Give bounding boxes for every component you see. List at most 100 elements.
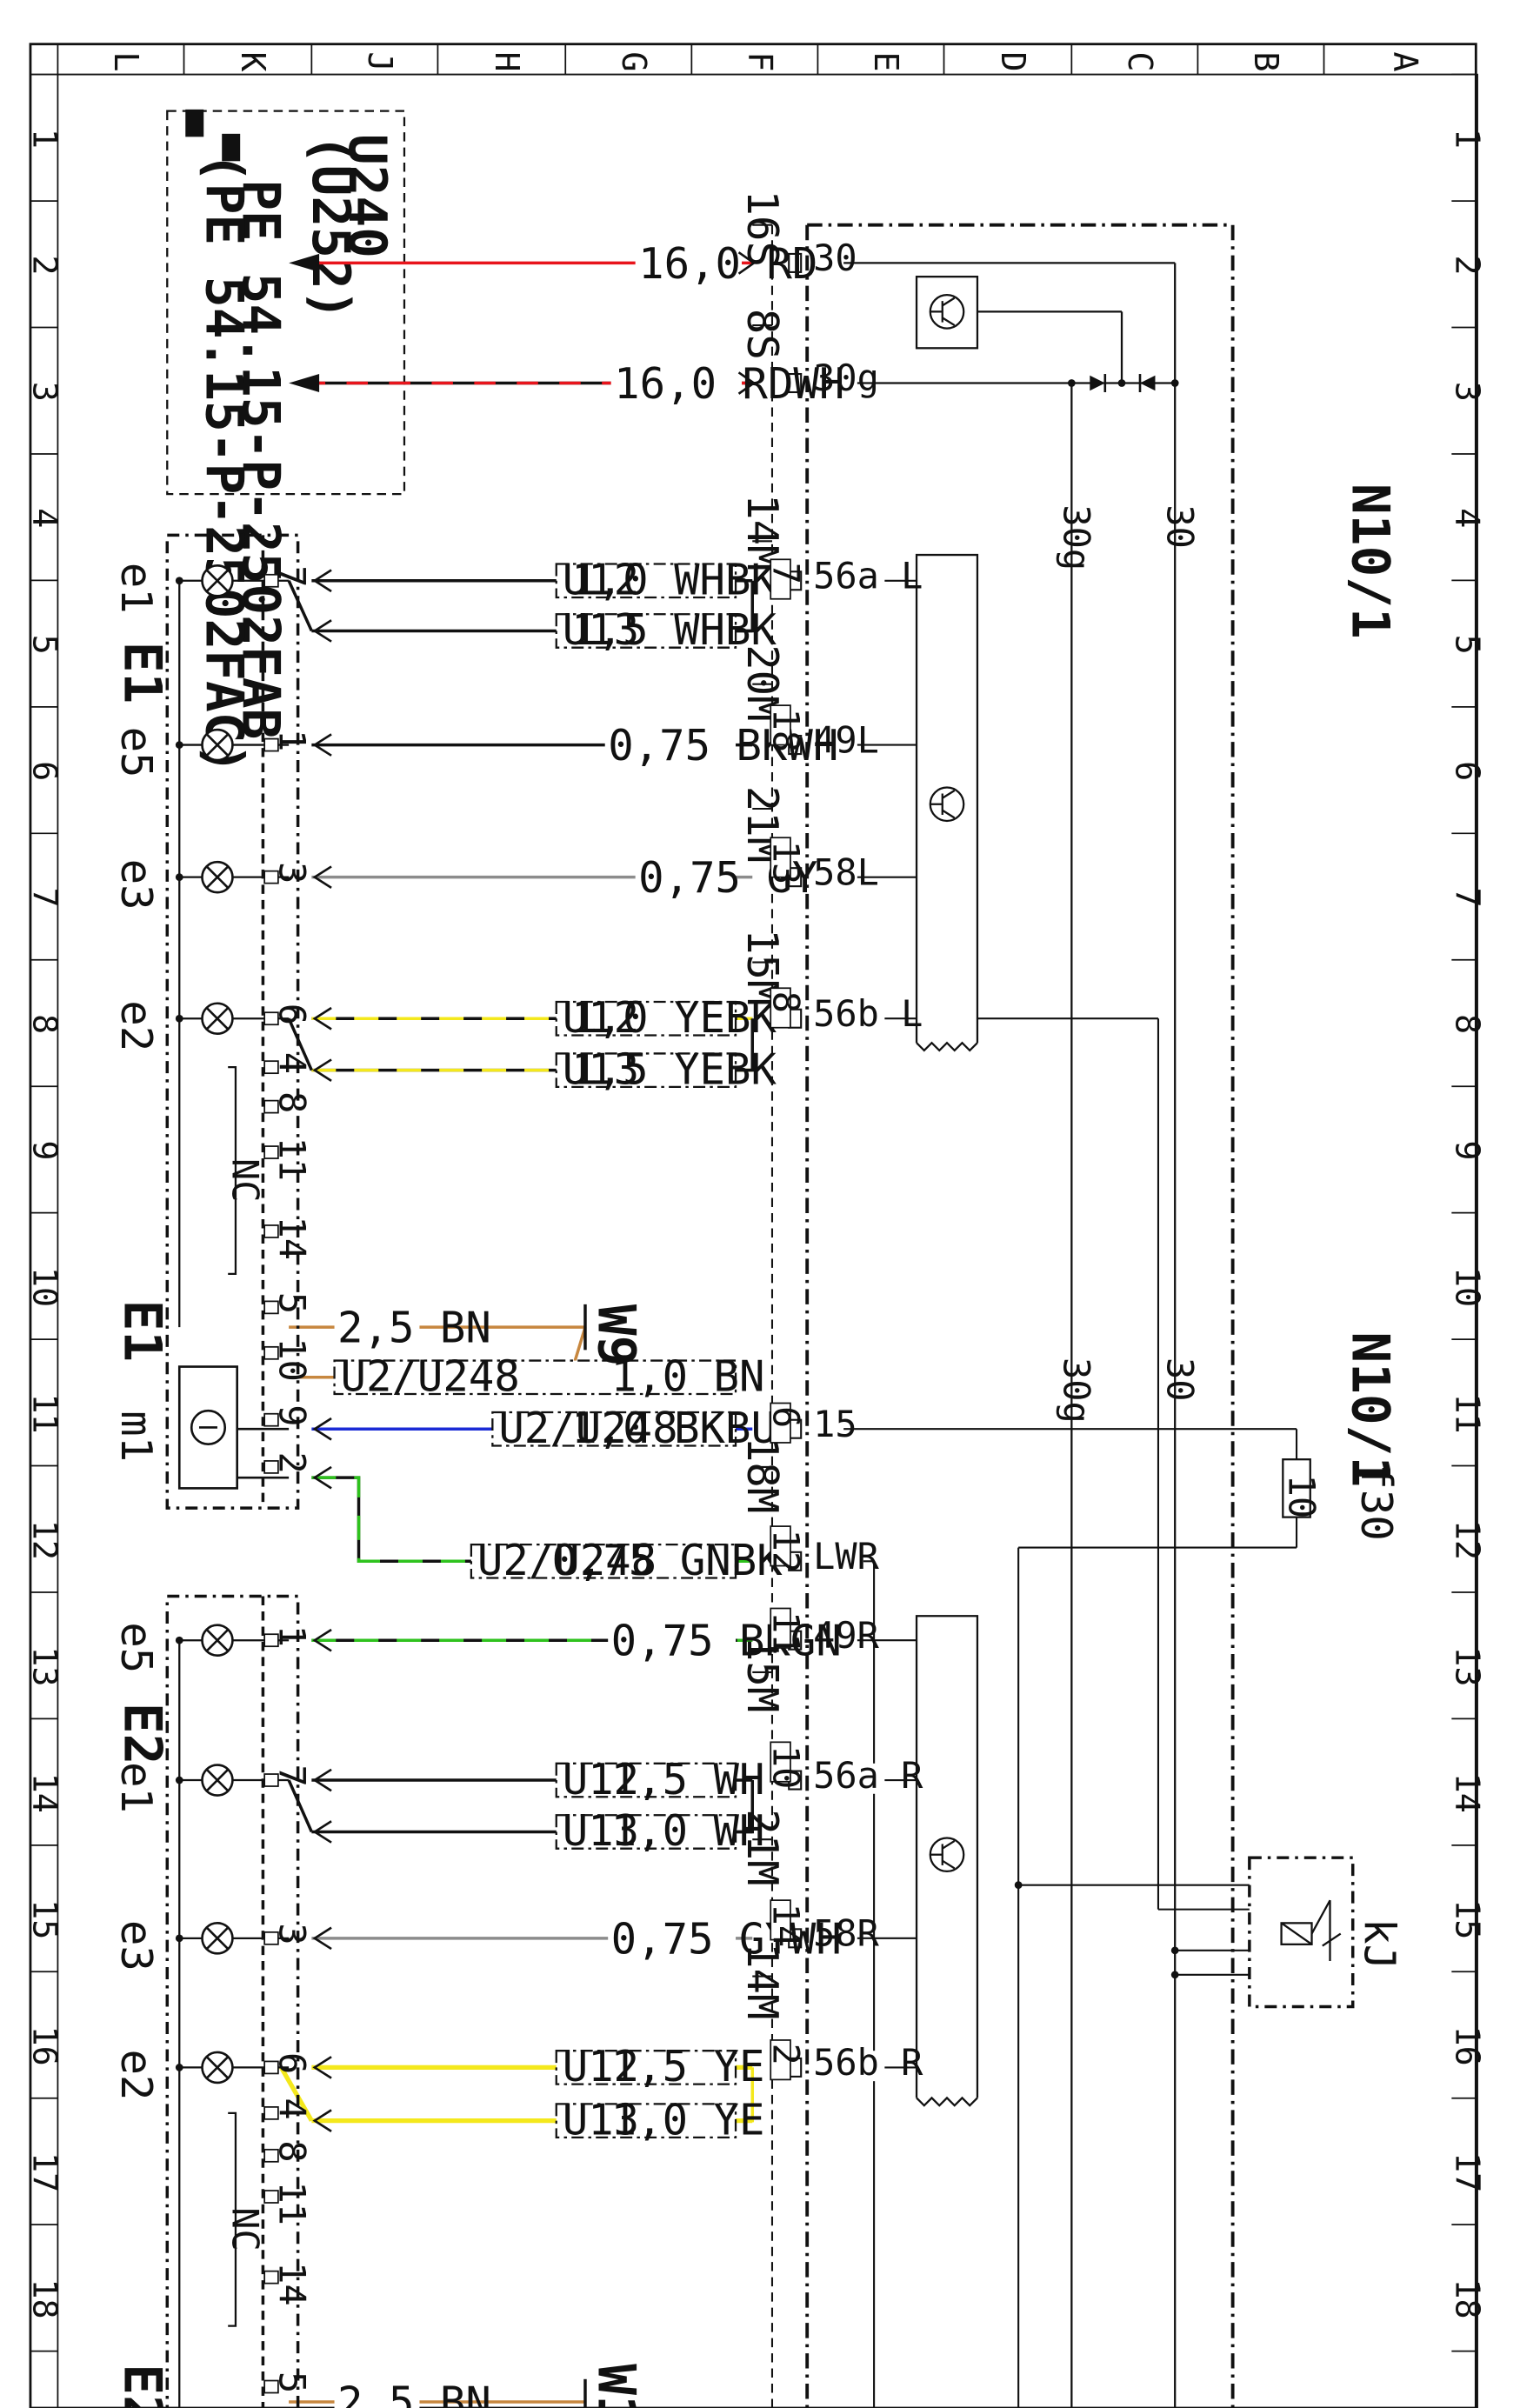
- routing-box-b5-code: U2/U248: [341, 1352, 520, 1402]
- lamp-pin-a14: 14: [271, 1216, 314, 1260]
- routing-box-b6-code: U2/U248: [498, 1404, 677, 1453]
- row-label-right: 12: [1448, 1520, 1487, 1560]
- column-label: K: [233, 51, 272, 71]
- column-label: D: [993, 51, 1032, 71]
- lamp-pin-a2: 2: [271, 1451, 314, 1473]
- arrow-icon: [312, 569, 332, 593]
- row-label-left: 16: [24, 2026, 63, 2066]
- routing-box-b10-wire: 1,5 YE: [611, 2042, 765, 2091]
- row-label-left: 17: [24, 2152, 63, 2192]
- pin-number-box: [770, 1525, 791, 1567]
- row-label-right: 18: [1448, 2278, 1487, 2318]
- pin-label-bg: [810, 1623, 857, 1654]
- lamp-pin-socket: [263, 2190, 279, 2204]
- nc-label-e2: NC: [223, 2207, 266, 2251]
- module-n10-title-top: N10/1: [1340, 484, 1400, 639]
- wire-labels: 16,0 RD 16,0 RDWH 0,75 BKWH 0,75 GY 2,5 …: [334, 239, 844, 2408]
- lamp-label-e1_m1: m1: [111, 1411, 161, 1462]
- row-label-right: 9: [1448, 1140, 1487, 1160]
- routing-box: [333, 1359, 737, 1396]
- lamp-pin-socket: [263, 2106, 279, 2120]
- routing-box-b8-code: U12: [563, 1755, 639, 1804]
- row-label-left: 12: [24, 1520, 63, 1560]
- row-label-right: 7: [1448, 888, 1487, 908]
- lamp-label-e1_e2: e2: [111, 1000, 161, 1051]
- row-label-right: 15: [1448, 1899, 1487, 1939]
- pin-socket: [788, 372, 803, 394]
- e2-title-b: E2: [111, 2364, 171, 2408]
- pin-label-bg: [810, 564, 885, 595]
- lamp-pin-a3: 3: [271, 862, 314, 884]
- rail-label-30g-b: 30g: [1056, 1357, 1098, 1424]
- pin-label-bg: [810, 366, 857, 397]
- pin-number-n18: 18: [765, 709, 808, 753]
- row-label-left: 8: [24, 1014, 63, 1034]
- pin-label-bg: [810, 1411, 844, 1443]
- routing-box: [555, 2050, 737, 2085]
- pin-label-p15: 15: [813, 1403, 857, 1445]
- lamp-pin-socket: [263, 1412, 279, 1427]
- reference-box: U240 (U252) PE 54.15-P-2502FAB (PE 54.15…: [166, 109, 406, 775]
- ground-w9: W9: [586, 1304, 646, 1367]
- pin-number-box: [770, 704, 791, 746]
- routing-box-b8-wire: 1,5 WH: [611, 1755, 765, 1804]
- row-label-left: 10: [24, 1267, 63, 1307]
- lamp-pin-b3: 3: [271, 1923, 314, 1944]
- pin-number-n8: 8: [765, 991, 808, 1013]
- arrow-icon: [312, 1058, 332, 1083]
- lamp-pin-socket: [263, 1224, 279, 1238]
- lamp-pin-a11: 11: [271, 1137, 314, 1182]
- relay-label: kJ: [1355, 1918, 1404, 1970]
- routing-box-b1-code: U12: [563, 556, 639, 605]
- connector-c14m_b: 14M: [737, 1943, 787, 2019]
- routing-box-b10-code: U12: [563, 2042, 639, 2091]
- pin-number-box: [770, 837, 791, 878]
- column-label: F: [740, 51, 779, 71]
- connector-c16s: 16S: [737, 190, 787, 267]
- ref-u252: (U252): [300, 134, 360, 321]
- routing-box-b2-wire: 1,5 WHBK: [571, 605, 777, 655]
- lamp-pin-a4: 4: [271, 1052, 314, 1074]
- lamp-label-e1_e5: e5: [111, 727, 161, 778]
- connector-c21m_b: 21M: [737, 1809, 787, 1885]
- arrow-icon: [312, 1465, 332, 1490]
- arrow-icon: [737, 251, 757, 275]
- pin-label-p56al: 56a L: [813, 555, 923, 597]
- routing-box: [555, 613, 737, 649]
- lamp-pin-a1: 1: [271, 730, 314, 751]
- pin-label-p56br: 56b R: [813, 2041, 923, 2084]
- lamp-pin-socket: [263, 2379, 279, 2394]
- lamp-pin-socket: [263, 573, 279, 588]
- ref-doc-pe-b: (PE 54.15-P-2502FAC): [194, 152, 254, 775]
- lamp-pin-a10: 10: [271, 1337, 314, 1382]
- row-label-right: 6: [1448, 761, 1487, 781]
- lamp-pin-socket: [263, 737, 279, 752]
- wire-49l-label: 0,75 BKWH: [608, 721, 838, 770]
- ref-doc-pe-a: PE 54.15-P-2502FAB: [230, 179, 290, 739]
- column-label: H: [487, 51, 526, 71]
- e1-housing: [165, 533, 300, 1510]
- fuse-value: 10: [1280, 1475, 1323, 1519]
- routing-box: [470, 1543, 737, 1579]
- lamp-pin-socket: [263, 1300, 279, 1315]
- arrow-icon: [312, 1820, 332, 1844]
- wire-30-label: 16,0 RD: [638, 239, 817, 289]
- routing-box-b3-code: U12: [563, 993, 639, 1043]
- pin-number-n11: 11: [765, 1611, 808, 1656]
- ref-u240: U240: [337, 134, 397, 258]
- lamp-pin-b11: 11: [271, 2182, 314, 2226]
- column-label: B: [1246, 51, 1285, 71]
- row-label-right: 1: [1448, 129, 1487, 149]
- pin-number-n14: 14: [765, 1904, 808, 1948]
- arrow-icon: [312, 733, 332, 757]
- e2-title-a: E2: [111, 1703, 171, 1765]
- routing-box-b7-code: U2/U248: [477, 1536, 657, 1585]
- pin-label-p30g: 30g: [813, 357, 879, 399]
- pin-number-n2: 2: [765, 2043, 808, 2064]
- wire-e1-ground-label: 2,5 BN: [337, 1304, 491, 1353]
- connector-c14m: 14M: [737, 494, 787, 570]
- row-label-left: 4: [24, 508, 63, 528]
- pin-label-p58r: 58R: [813, 1912, 879, 1955]
